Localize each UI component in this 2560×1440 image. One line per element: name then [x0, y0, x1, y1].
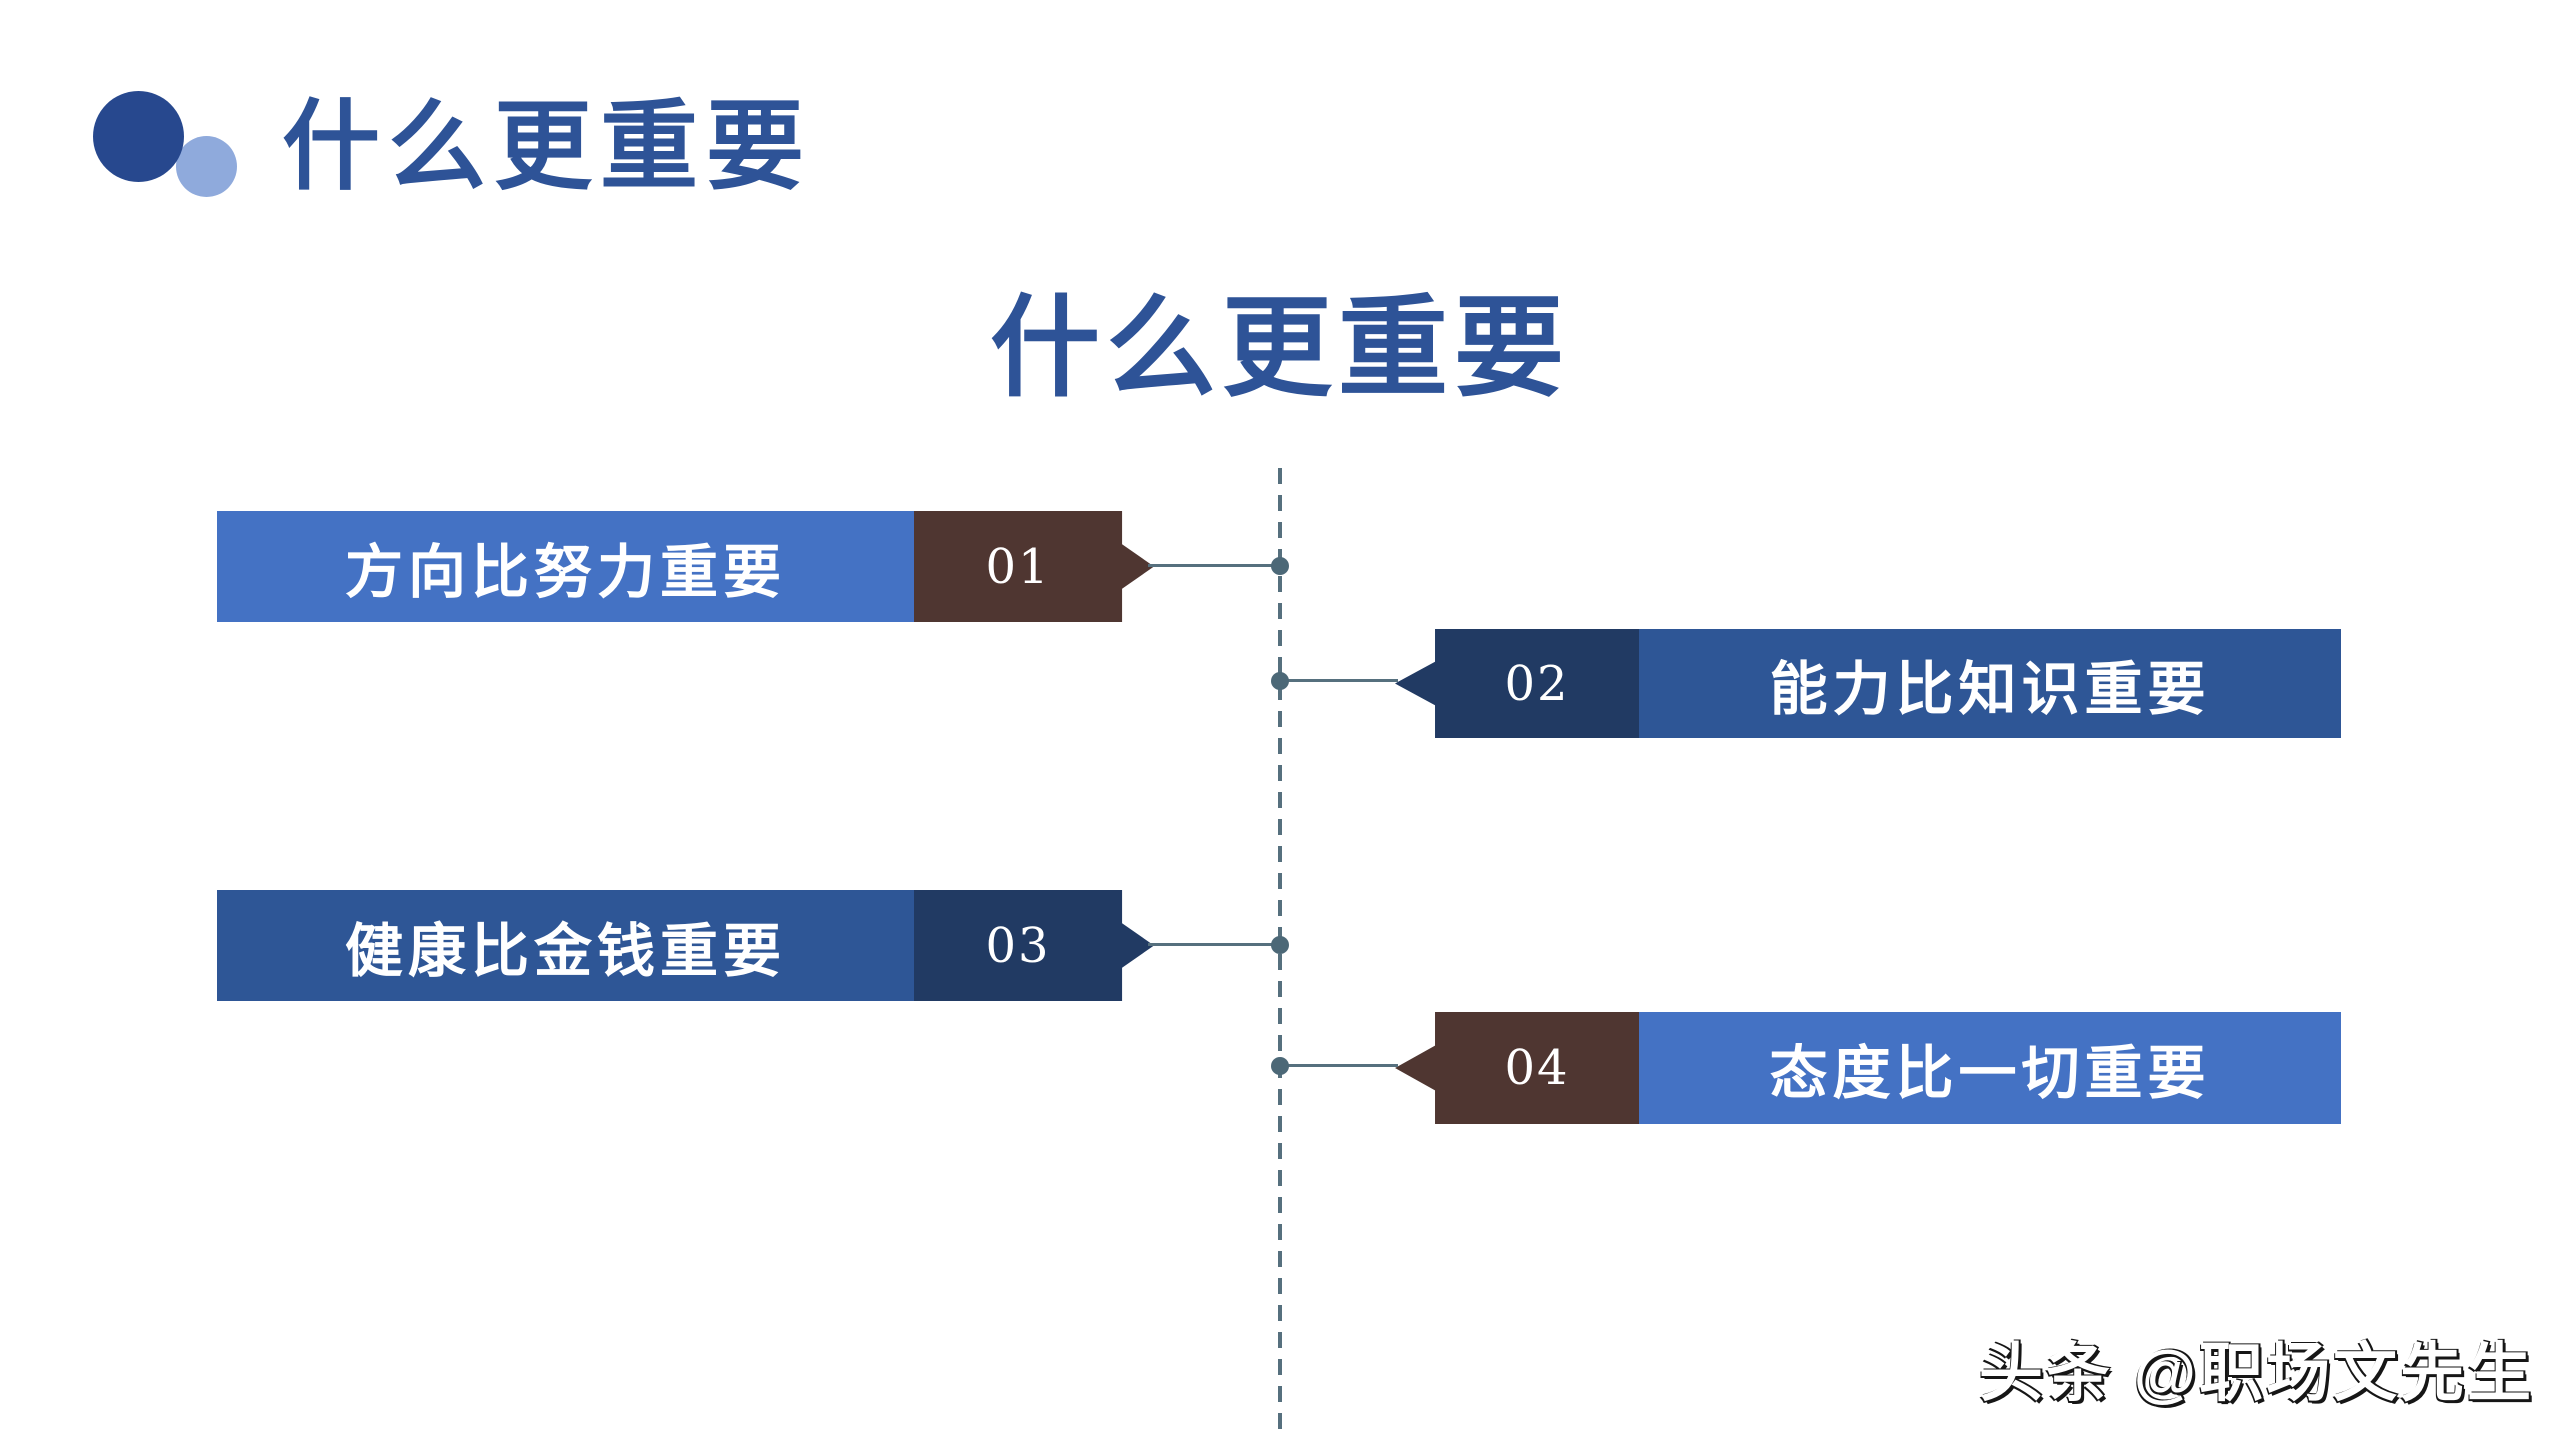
item-number-tab-04: 04 — [1395, 1012, 1639, 1124]
item-label-01: 方向比努力重要 — [344, 537, 786, 606]
connector-dot-03 — [1271, 936, 1289, 954]
timeline-axis — [1278, 468, 1282, 1440]
connector-line-04 — [1280, 1064, 1398, 1067]
decor-circle-small-icon — [176, 136, 237, 197]
watermark-text: 头条 @职场文先生 — [1978, 1337, 2534, 1409]
connector-dot-02 — [1271, 672, 1289, 690]
connector-line-01 — [1148, 564, 1280, 567]
item-number-tab-02: 02 — [1395, 629, 1639, 738]
item-number-01: 01 — [985, 538, 1051, 595]
connector-line-02 — [1280, 679, 1398, 682]
item-bar-02: 能力比知识重要 — [1639, 629, 2341, 738]
item-label-04: 态度比一切重要 — [1769, 1039, 2211, 1107]
decor-circle-large-icon — [93, 91, 184, 182]
connector-line-03 — [1148, 943, 1280, 946]
item-label-02: 能力比知识重要 — [1769, 654, 2211, 723]
item-bar-03: 健康比金钱重要 — [217, 890, 914, 1001]
item-number-tab-01: 01 — [914, 511, 1154, 622]
item-number-04: 04 — [1504, 1040, 1570, 1096]
item-number-02: 02 — [1504, 655, 1570, 712]
item-number-03: 03 — [985, 917, 1051, 974]
item-number-tab-03: 03 — [914, 890, 1154, 1001]
item-label-03: 健康比金钱重要 — [344, 916, 786, 985]
header-title: 什么更重要 — [282, 89, 813, 204]
item-bar-04: 态度比一切重要 — [1639, 1012, 2341, 1124]
connector-dot-04 — [1271, 1057, 1289, 1075]
item-bar-01: 方向比努力重要 — [217, 511, 914, 622]
connector-dot-01 — [1271, 557, 1289, 575]
page-title: 什么更重要 — [990, 283, 1570, 412]
